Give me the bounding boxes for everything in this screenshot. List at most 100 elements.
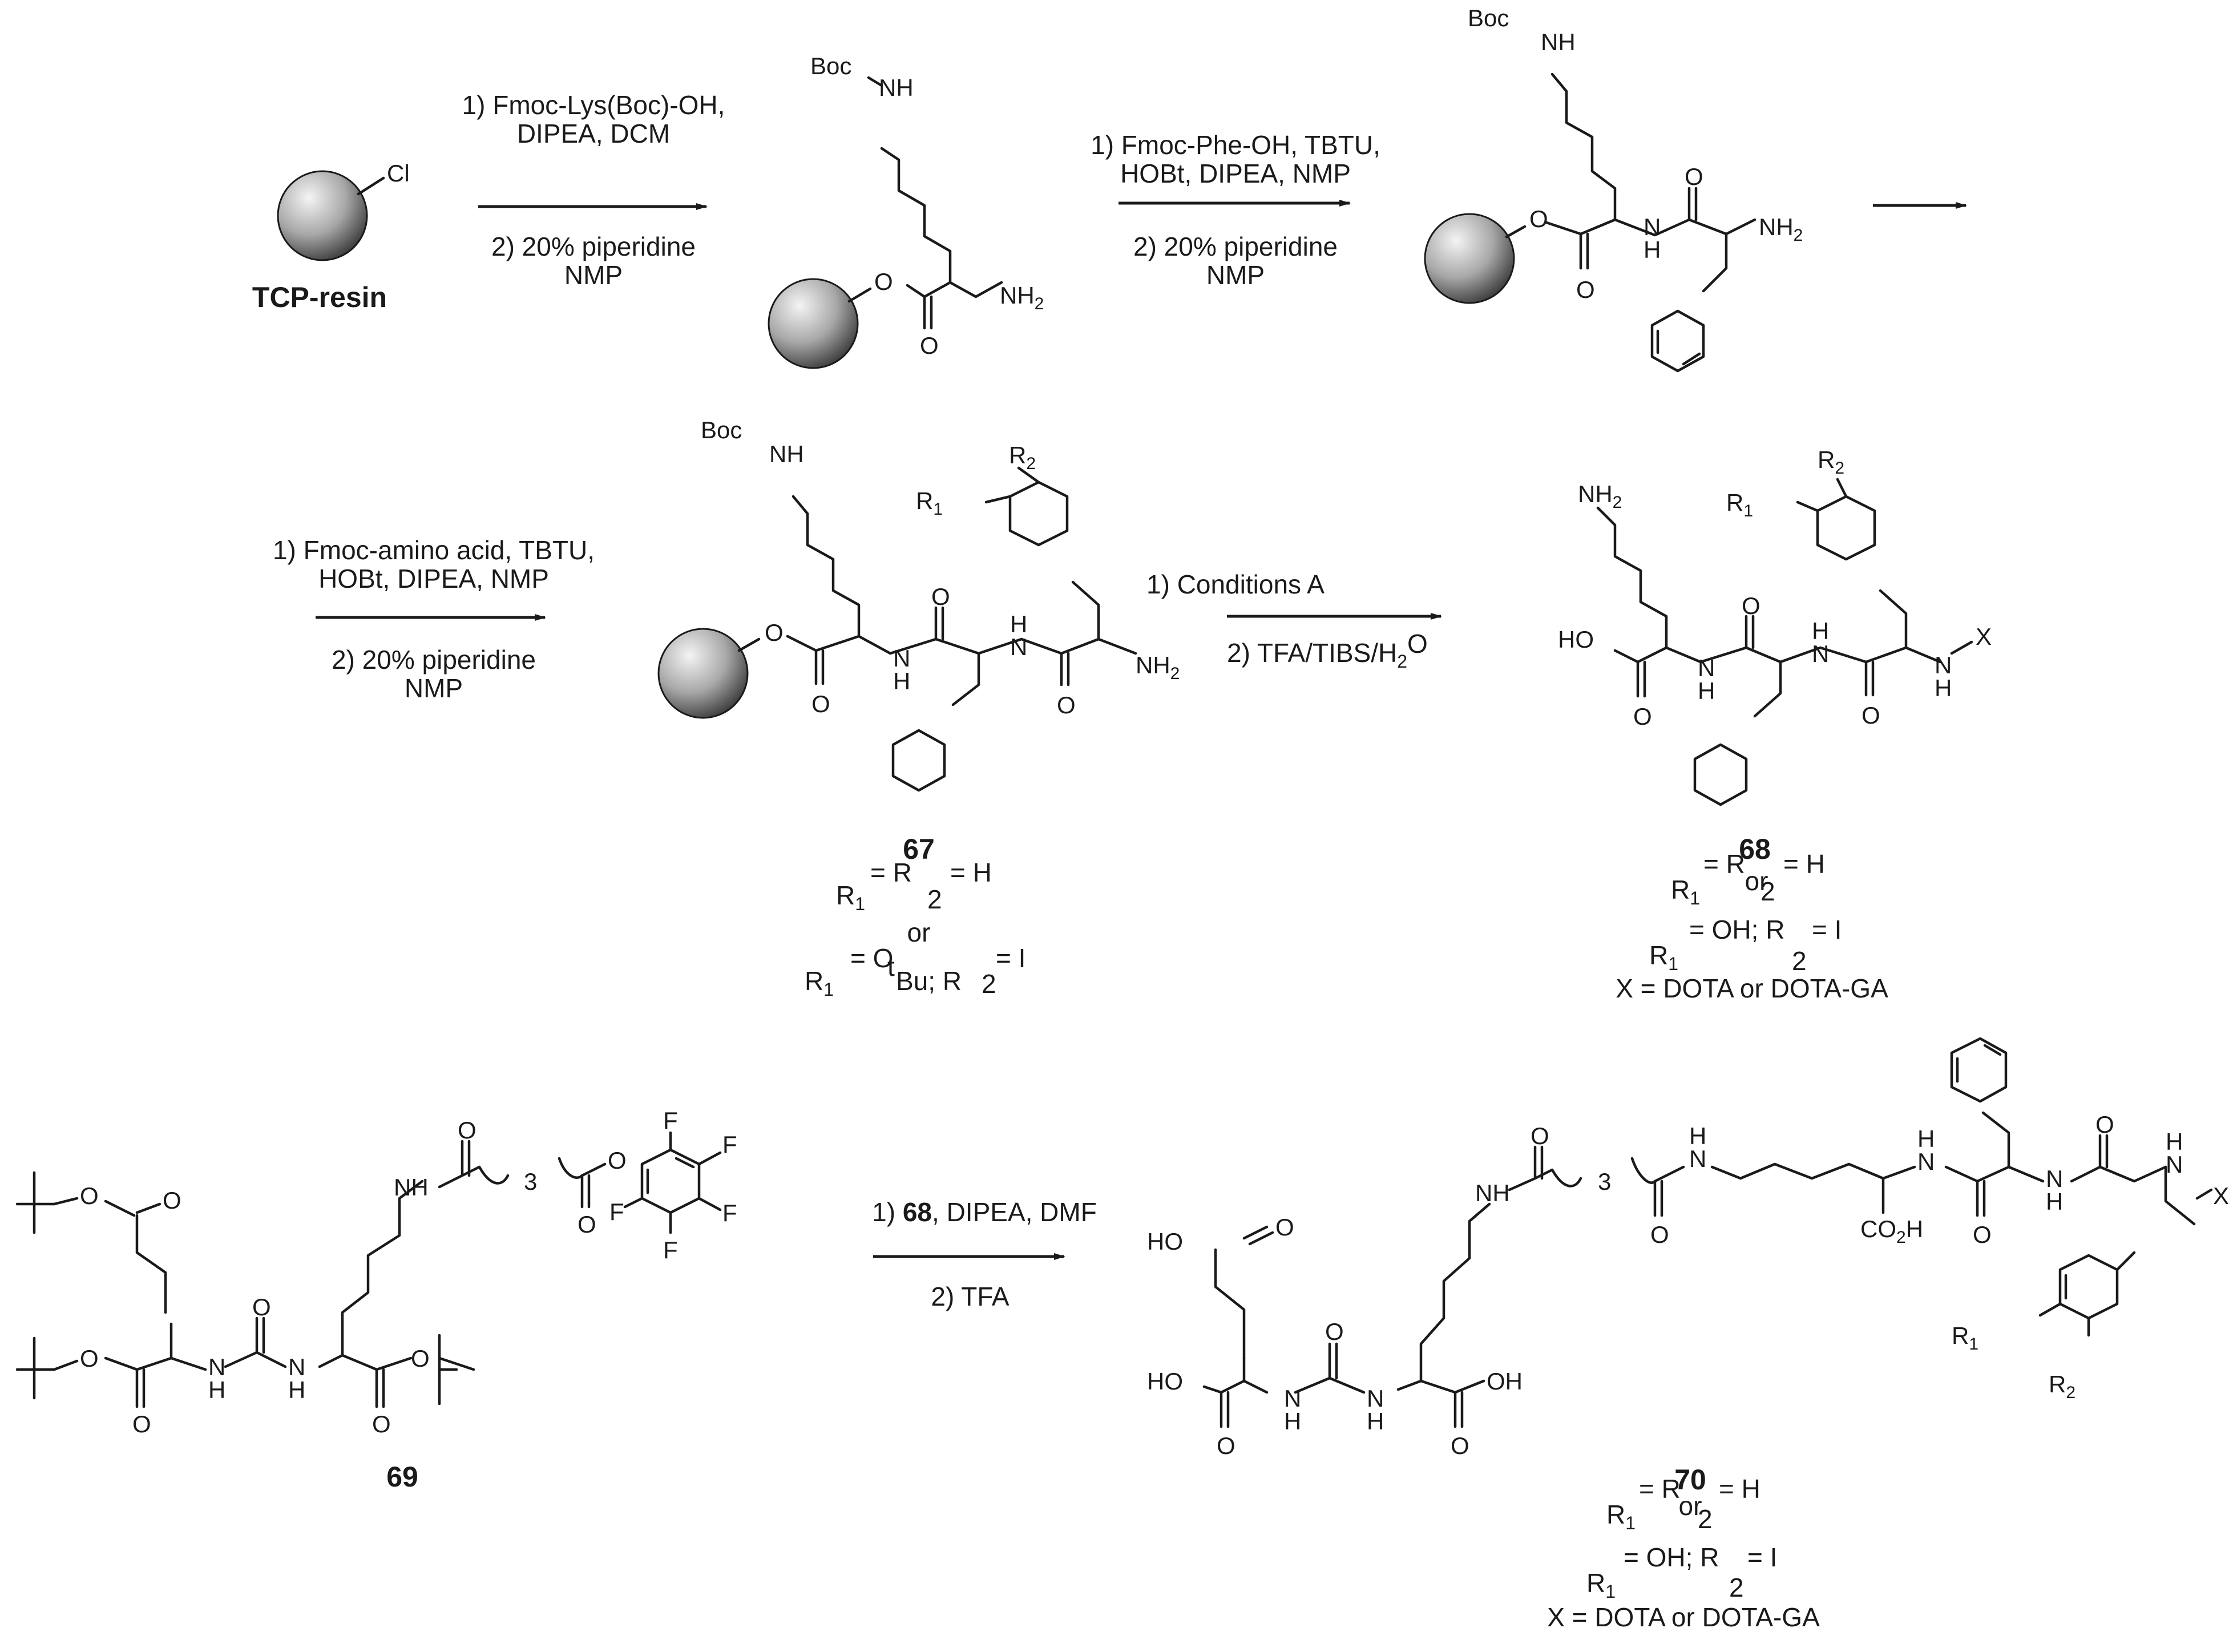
resin-bead-icon [277, 170, 368, 261]
compound-68: HO O O O N H H N N H X R2 R1 NH2 68 R1 =… [1558, 446, 1992, 1003]
resin-lys-intermediate: O O NH2 NH Boc [768, 52, 1044, 369]
svg-text:O: O [1973, 1221, 1992, 1248]
svg-text:N: N [1698, 655, 1715, 681]
svg-text:F: F [609, 1198, 624, 1225]
svg-text:NMP: NMP [405, 673, 463, 703]
svg-text:O: O [252, 1294, 271, 1320]
resin-lys-phe-intermediate: O O O H N NH2 NH Boc [1424, 5, 1803, 373]
resin-name: TCP-resin [252, 281, 387, 313]
svg-text:O: O [1685, 163, 1703, 190]
svg-text:X = DOTA or DOTA-GA: X = DOTA or DOTA-GA [1547, 1602, 1820, 1632]
step3-conditions: 1) Fmoc-amino acid, TBTU, HOBt, DIPEA, N… [273, 535, 595, 703]
svg-text:O: O [1742, 592, 1760, 619]
svg-text:Boc: Boc [1468, 5, 1509, 31]
svg-text:H: H [1917, 1125, 1935, 1152]
svg-text:O: O [765, 619, 784, 646]
svg-text:R1: R1 [1671, 875, 1700, 908]
svg-text:O: O [1217, 1432, 1235, 1459]
svg-text:or: or [1679, 1491, 1702, 1521]
svg-text:= R: = R [870, 858, 912, 887]
tcp-resin: Cl TCP-resin [252, 160, 410, 313]
svg-text:R1: R1 [916, 487, 943, 519]
svg-text:O: O [931, 583, 950, 610]
svg-text:O: O [578, 1211, 596, 1238]
svg-text:1) Fmoc-amino acid, TBTU,: 1) Fmoc-amino acid, TBTU, [273, 535, 595, 565]
svg-text:1) Fmoc-Phe-OH, TBTU,: 1) Fmoc-Phe-OH, TBTU, [1091, 130, 1380, 160]
svg-text:O: O [920, 332, 939, 359]
svg-text:H: H [1935, 674, 1952, 701]
svg-text:O: O [1451, 1432, 1469, 1459]
svg-text:N: N [1935, 652, 1952, 678]
svg-text:1) 68, DIPEA, DMF: 1) 68, DIPEA, DMF [872, 1197, 1097, 1227]
svg-text:= H: = H [950, 858, 992, 887]
svg-text:2: 2 [982, 969, 996, 999]
svg-text:H: H [1284, 1408, 1301, 1435]
svg-text:O: O [811, 690, 830, 717]
svg-text:F: F [722, 1199, 737, 1226]
svg-text:2) 20% piperidine: 2) 20% piperidine [1133, 232, 1338, 261]
svg-text:N: N [1644, 213, 1661, 240]
svg-text:2) TFA: 2) TFA [931, 1282, 1010, 1311]
svg-text:= OH; R: = OH; R [1624, 1542, 1719, 1572]
svg-text:O: O [1325, 1318, 1344, 1345]
svg-text:O: O [1633, 703, 1652, 730]
resin-bead-icon [768, 278, 859, 369]
svg-text:= R: = R [1703, 849, 1745, 879]
resin-bead-icon [657, 628, 749, 719]
svg-text:R1: R1 [805, 966, 834, 1000]
svg-text:NH2: NH2 [1136, 652, 1180, 683]
svg-text:O: O [80, 1345, 99, 1372]
svg-text:or: or [1745, 866, 1768, 896]
compound-67: O O O O N H H N NH2 R2 R1 NH Boc 67 R1 =… [657, 417, 1180, 1000]
resin-bead-icon [1424, 213, 1515, 304]
svg-text:N: N [1367, 1385, 1384, 1412]
svg-text:O: O [1862, 702, 1880, 729]
svg-text:1) Fmoc-Lys(Boc)-OH,: 1) Fmoc-Lys(Boc)-OH, [462, 90, 725, 120]
svg-text:= I: = I [1812, 915, 1842, 944]
svg-text:NH2: NH2 [1759, 213, 1803, 245]
svg-text:OH: OH [1487, 1368, 1523, 1395]
svg-text:O: O [1650, 1221, 1669, 1248]
svg-text:R1: R1 [1726, 489, 1753, 520]
svg-text:HOBt, DIPEA, NMP: HOBt, DIPEA, NMP [1120, 159, 1351, 188]
svg-text:= I: = I [996, 943, 1025, 973]
svg-text:2: 2 [1792, 946, 1807, 976]
svg-text:N: N [288, 1354, 305, 1380]
svg-text:N: N [1812, 640, 1829, 667]
svg-text:Boc: Boc [810, 52, 851, 79]
svg-text:NH: NH [879, 74, 914, 101]
svg-text:NH2: NH2 [1578, 480, 1622, 512]
svg-text:O: O [2095, 1111, 2114, 1138]
svg-text:O: O [608, 1147, 627, 1174]
svg-text:F: F [663, 1237, 678, 1263]
compound-67-number: 67 [903, 833, 935, 865]
svg-text:1) Conditions A: 1) Conditions A [1146, 569, 1325, 599]
svg-text:O: O [372, 1411, 391, 1437]
svg-text:N: N [2046, 1165, 2063, 1192]
svg-text:NH: NH [1475, 1180, 1510, 1206]
svg-text:t: t [887, 952, 895, 981]
svg-text:2: 2 [927, 884, 942, 914]
svg-text:R1: R1 [836, 880, 865, 914]
svg-text:R1: R1 [1649, 940, 1678, 974]
compound-70-number: 70 [1674, 1464, 1706, 1496]
svg-text:3: 3 [524, 1168, 537, 1195]
svg-text:DIPEA, DCM: DIPEA, DCM [517, 119, 670, 148]
svg-text:R1: R1 [1606, 1500, 1636, 1533]
svg-text:O: O [1057, 692, 1076, 718]
svg-text:= H: = H [1783, 849, 1825, 879]
step5-conditions: 1) 68, DIPEA, DMF 2) TFA [872, 1197, 1097, 1311]
svg-text:R2: R2 [1818, 446, 1844, 478]
svg-text:HO: HO [1147, 1228, 1183, 1255]
svg-text:R1: R1 [1952, 1322, 1978, 1354]
svg-text:2: 2 [1698, 1504, 1713, 1534]
svg-text:N: N [1284, 1385, 1301, 1412]
svg-text:N: N [1010, 633, 1027, 660]
svg-text:HO: HO [1147, 1368, 1183, 1395]
svg-text:2) TFA/TIBS/H2O: 2) TFA/TIBS/H2O [1227, 629, 1428, 672]
svg-text:NMP: NMP [564, 260, 623, 290]
svg-text:Boc: Boc [701, 417, 742, 443]
svg-text:H: H [1644, 236, 1661, 263]
svg-text:or: or [907, 918, 931, 947]
